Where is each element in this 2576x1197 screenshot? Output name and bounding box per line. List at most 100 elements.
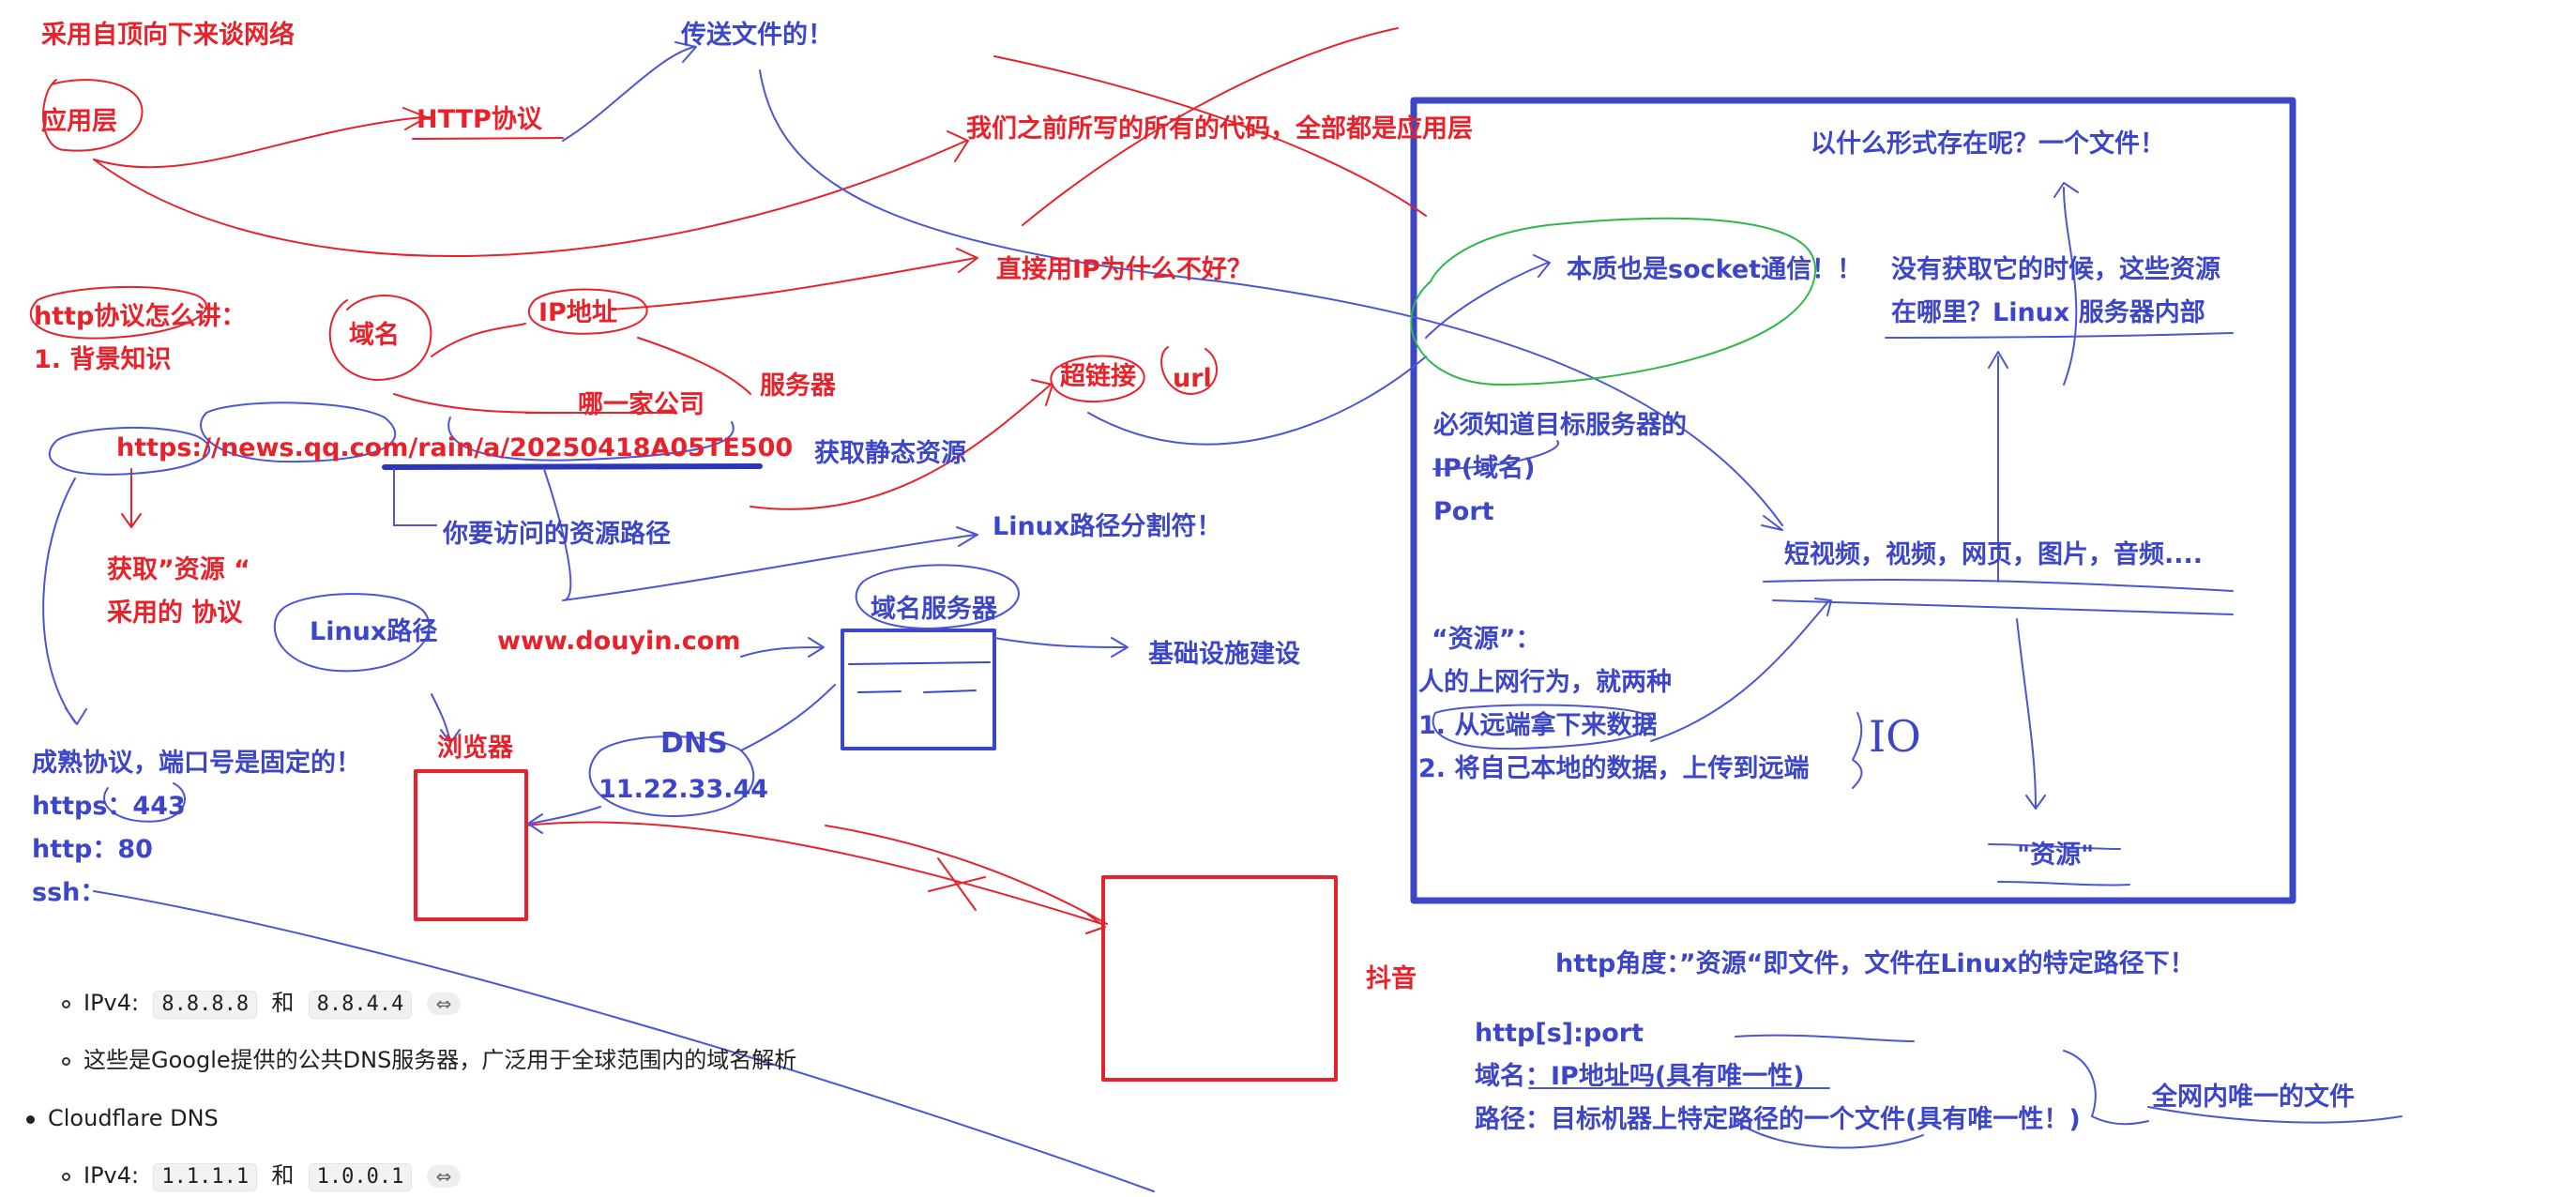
note-behavior-2: 2. 将自己本地的数据，上传到远端 <box>1418 754 1810 783</box>
note-where-1: 没有获取它的时候，这些资源 <box>1891 255 2220 284</box>
socket-arrow <box>1425 254 1551 339</box>
note-ssh: ssh： <box>32 878 106 907</box>
douyin-red-line <box>825 825 1108 925</box>
hyperlink-circle <box>1050 355 1145 403</box>
dns-to-browser <box>527 806 601 834</box>
link-icon[interactable]: ⇔ <box>426 1165 462 1188</box>
note-mature-protocol: 成熟协议，端口号是固定的！ <box>32 749 361 778</box>
note-background: 1. 背景知识 <box>34 345 172 374</box>
note-douyin: 抖音 <box>1366 964 1417 993</box>
note-behavior-1: 1. 从远端拿下来数据 <box>1418 711 1658 740</box>
where-underline <box>1885 332 2234 339</box>
media-lower-line <box>1772 599 2234 615</box>
note-get-static: 获取静态资源 <box>814 439 966 468</box>
google-dns-row: IPv4: 8.8.8.8 和 8.8.4.4 ⇔ <box>62 990 462 1019</box>
bullet-ring-icon <box>62 1056 70 1066</box>
douyin-cross <box>928 857 986 911</box>
http-underline <box>412 137 564 140</box>
google-and: 和 <box>271 990 295 1016</box>
dns-server-box <box>841 629 996 750</box>
cf-ip-2: 1.0.0.1 <box>308 1163 413 1191</box>
note-ip-addr: IP地址 <box>538 298 617 327</box>
note-http-view: http角度：”资源“即文件，文件在Linux的特定路径下！ <box>1555 949 2195 978</box>
note-http-port-fmt: http[s]:port <box>1475 1019 1644 1048</box>
cloudflare-row: Cloudflare DNS <box>26 1107 219 1129</box>
url-loop-3 <box>447 417 735 462</box>
note-get-resource: 获取”资源 “ <box>107 555 250 584</box>
dns-to-infra <box>993 637 1129 658</box>
url-word-circle <box>1160 346 1218 395</box>
note-app-layer: 应用层 <box>41 107 117 136</box>
media-upper-line <box>1763 579 2234 592</box>
url-down-arrow <box>121 468 142 528</box>
unique-brace <box>2063 1050 2149 1126</box>
note-dns-server: 域名服务器 <box>871 595 997 624</box>
note-socket: 本质也是socket通信！！ <box>1567 255 1863 284</box>
domain-to-ip <box>431 323 526 357</box>
note-resource-q: “资源”： <box>1432 625 1541 654</box>
link-icon[interactable]: ⇔ <box>426 992 462 1015</box>
google-desc: 这些是Google提供的公共DNS服务器，广泛用于全球范围内的域名解析 <box>83 1047 797 1073</box>
note-must-know-1: 必须知道目标服务器的 <box>1433 411 1687 440</box>
note-media: 短视频，视频，网页，图片，音频.... <box>1784 540 2204 569</box>
douyin-server-box <box>1101 875 1338 1082</box>
what-form-arrow <box>2053 182 2079 386</box>
behavior-arrow <box>1650 598 1832 742</box>
note-dns: DNS <box>660 727 728 760</box>
bullet-ring-icon <box>62 1172 70 1181</box>
note-top-down: 采用自顶向下来谈网络 <box>41 21 295 50</box>
google-desc-row: 这些是Google提供的公共DNS服务器，广泛用于全球范围内的域名解析 <box>62 1049 796 1071</box>
note-browser: 浏览器 <box>437 734 513 763</box>
note-http-how: http协议怎么讲： <box>34 302 247 331</box>
google-ipv4-label: IPv4: <box>83 990 140 1016</box>
note-domain: 域名 <box>349 321 400 350</box>
app-to-http-arrow <box>93 107 428 169</box>
browser-to-douyin <box>524 821 1106 934</box>
browser-box <box>414 769 528 921</box>
note-http-protocol: HTTP协议 <box>417 105 542 134</box>
note-transfer-file: 传送文件的！ <box>681 21 833 50</box>
note-io: IO <box>1869 711 1921 762</box>
note-server: 服务器 <box>760 371 836 401</box>
ssh-long-line <box>93 890 1155 1192</box>
https-443-circle <box>103 782 186 823</box>
socket-ellipse <box>1410 217 1817 386</box>
transfer-to-socket <box>759 69 1783 531</box>
bullet-ring-icon <box>62 999 70 1008</box>
note-sample-url: https://news.qq.com/rain/a/20250418A05TE… <box>116 433 794 462</box>
google-ip-1: 8.8.8.8 <box>153 991 258 1019</box>
note-path-unique: 路径：目标机器上特定路径的一个文件(具有唯一性！) <box>1475 1105 2081 1134</box>
note-two-behaviors: 人的上网行为，就两种 <box>1418 668 1672 697</box>
note-resource-box: "资源" <box>2017 841 2095 870</box>
app-layer-circle <box>42 79 144 152</box>
bullet-dot-icon <box>26 1114 35 1124</box>
io-brace <box>1852 712 1863 789</box>
note-protocol-used: 采用的 协议 <box>107 598 243 628</box>
ip-to-server <box>637 337 751 395</box>
note-all-code: 我们之前所写的所有的代码，全部都是应用层 <box>966 114 1473 144</box>
note-where-2: 在哪里？Linux 服务器内部 <box>1891 298 2205 327</box>
cf-and: 和 <box>271 1162 295 1189</box>
note-linux-path: Linux路径 <box>310 617 438 646</box>
linux-path-to-browser <box>431 693 461 744</box>
dns-circle <box>855 564 1020 629</box>
note-infra: 基础设施建设 <box>1148 640 1300 669</box>
note-resource-path: 你要访问的资源路径 <box>443 520 671 549</box>
dns-box-lines <box>848 661 991 693</box>
left-long-curve <box>42 477 87 725</box>
note-unique-file: 全网内唯一的文件 <box>2152 1083 2355 1112</box>
media-down-arrow <box>2016 618 2046 810</box>
path-loop <box>1735 1120 1924 1149</box>
which-company-lines <box>393 393 676 414</box>
domain-circle <box>328 295 432 381</box>
dns-ip-circle <box>588 735 755 817</box>
media-up-arrow <box>1988 351 2008 583</box>
http-to-transfer <box>562 41 697 142</box>
path-bracket <box>393 468 437 526</box>
note-why-not-ip: 直接用IP为什么不好？ <box>996 255 1252 284</box>
linux-path-circle <box>273 593 431 673</box>
red-upper-curve <box>993 27 1427 226</box>
google-ip-2: 8.8.4.4 <box>308 991 413 1019</box>
